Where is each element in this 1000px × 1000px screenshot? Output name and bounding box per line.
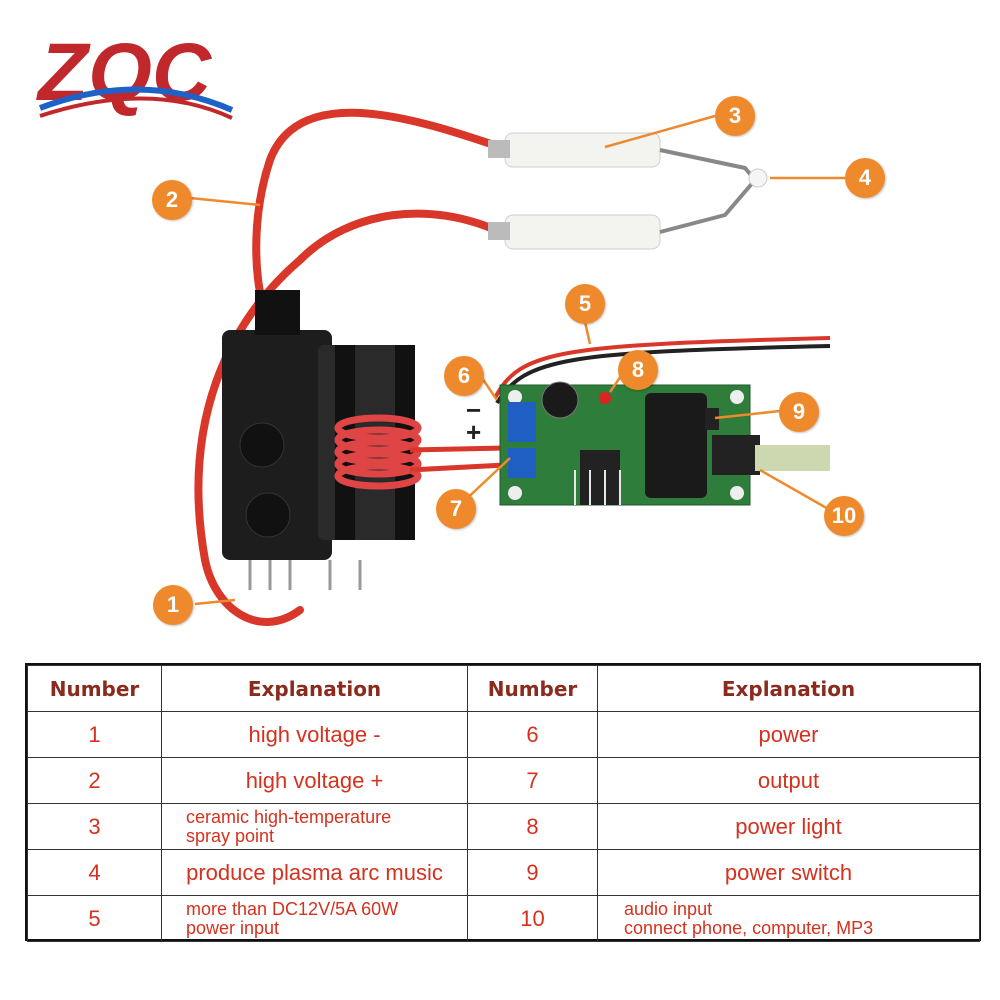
row-explanation-line-1: ceramic high-temperature: [186, 806, 392, 827]
explanation-table: Number Explanation Number Explanation 1 …: [25, 663, 981, 942]
row-explanation: power light: [597, 803, 980, 850]
ceramic-spray-points: [488, 132, 768, 250]
table-row: 2 high voltage + 7 output: [27, 757, 980, 804]
row-number: 10: [467, 895, 598, 942]
product-photo: ZQC: [36, 27, 845, 626]
table-header-row: Number Explanation Number Explanation: [27, 665, 980, 712]
callout-8: 8: [618, 350, 658, 390]
row-number: 2: [27, 757, 162, 804]
callout-2: 2: [152, 180, 192, 220]
row-explanation: high voltage -: [161, 711, 468, 758]
row-number: 1: [27, 711, 162, 758]
driver-board: [499, 381, 830, 506]
hv-wire-positive: [252, 108, 504, 304]
header-explanation-2: Explanation: [597, 665, 980, 712]
zqc-logo: ZQC: [36, 27, 234, 120]
table-row: 3 ceramic high-temperature spray point 8…: [27, 803, 980, 850]
row-number: 9: [467, 849, 598, 896]
row-number: 4: [27, 849, 162, 896]
row-explanation-line-2: spray point: [186, 825, 275, 846]
polarity-minus: −: [466, 395, 482, 425]
power-input-wire: [493, 336, 831, 399]
row-explanation: more than DC12V/5A 60W power input: [161, 895, 468, 942]
row-explanation-line-2: power input: [186, 917, 280, 938]
row-number: 5: [27, 895, 162, 942]
callout-10: 10: [824, 496, 864, 536]
callout-5: 5: [565, 284, 605, 324]
row-explanation: output: [597, 757, 980, 804]
table-row: 1 high voltage - 6 power: [27, 711, 980, 758]
row-explanation: produce plasma arc music: [161, 849, 468, 896]
row-number: 3: [27, 803, 162, 850]
row-explanation-line-1: more than DC12V/5A 60W: [186, 898, 399, 919]
callout-4: 4: [845, 158, 885, 198]
callout-9: 9: [779, 392, 819, 432]
row-explanation: high voltage +: [161, 757, 468, 804]
table-row: 5 more than DC12V/5A 60W power input 10 …: [27, 895, 980, 942]
row-explanation-line-2: connect phone, computer, MP3: [624, 917, 874, 938]
callout-6: 6: [444, 356, 484, 396]
callout-3: 3: [715, 96, 755, 136]
row-number: 7: [467, 757, 598, 804]
row-explanation: audio input connect phone, computer, MP3: [597, 895, 980, 942]
flyback-transformer: [222, 290, 422, 590]
row-explanation: power switch: [597, 849, 980, 896]
row-number: 8: [467, 803, 598, 850]
row-number: 6: [467, 711, 598, 758]
polarity-plus: +: [466, 417, 482, 447]
table-row: 4 produce plasma arc music 9 power switc…: [27, 849, 980, 896]
row-explanation: power: [597, 711, 980, 758]
header-number-2: Number: [467, 665, 598, 712]
row-explanation: ceramic high-temperature spray point: [161, 803, 468, 850]
leader-lines: [189, 114, 845, 606]
row-explanation-line-1: audio input: [624, 898, 713, 919]
callout-7: 7: [436, 489, 476, 529]
header-number-1: Number: [27, 665, 162, 712]
header-explanation-1: Explanation: [161, 665, 468, 712]
callout-1: 1: [153, 585, 193, 625]
